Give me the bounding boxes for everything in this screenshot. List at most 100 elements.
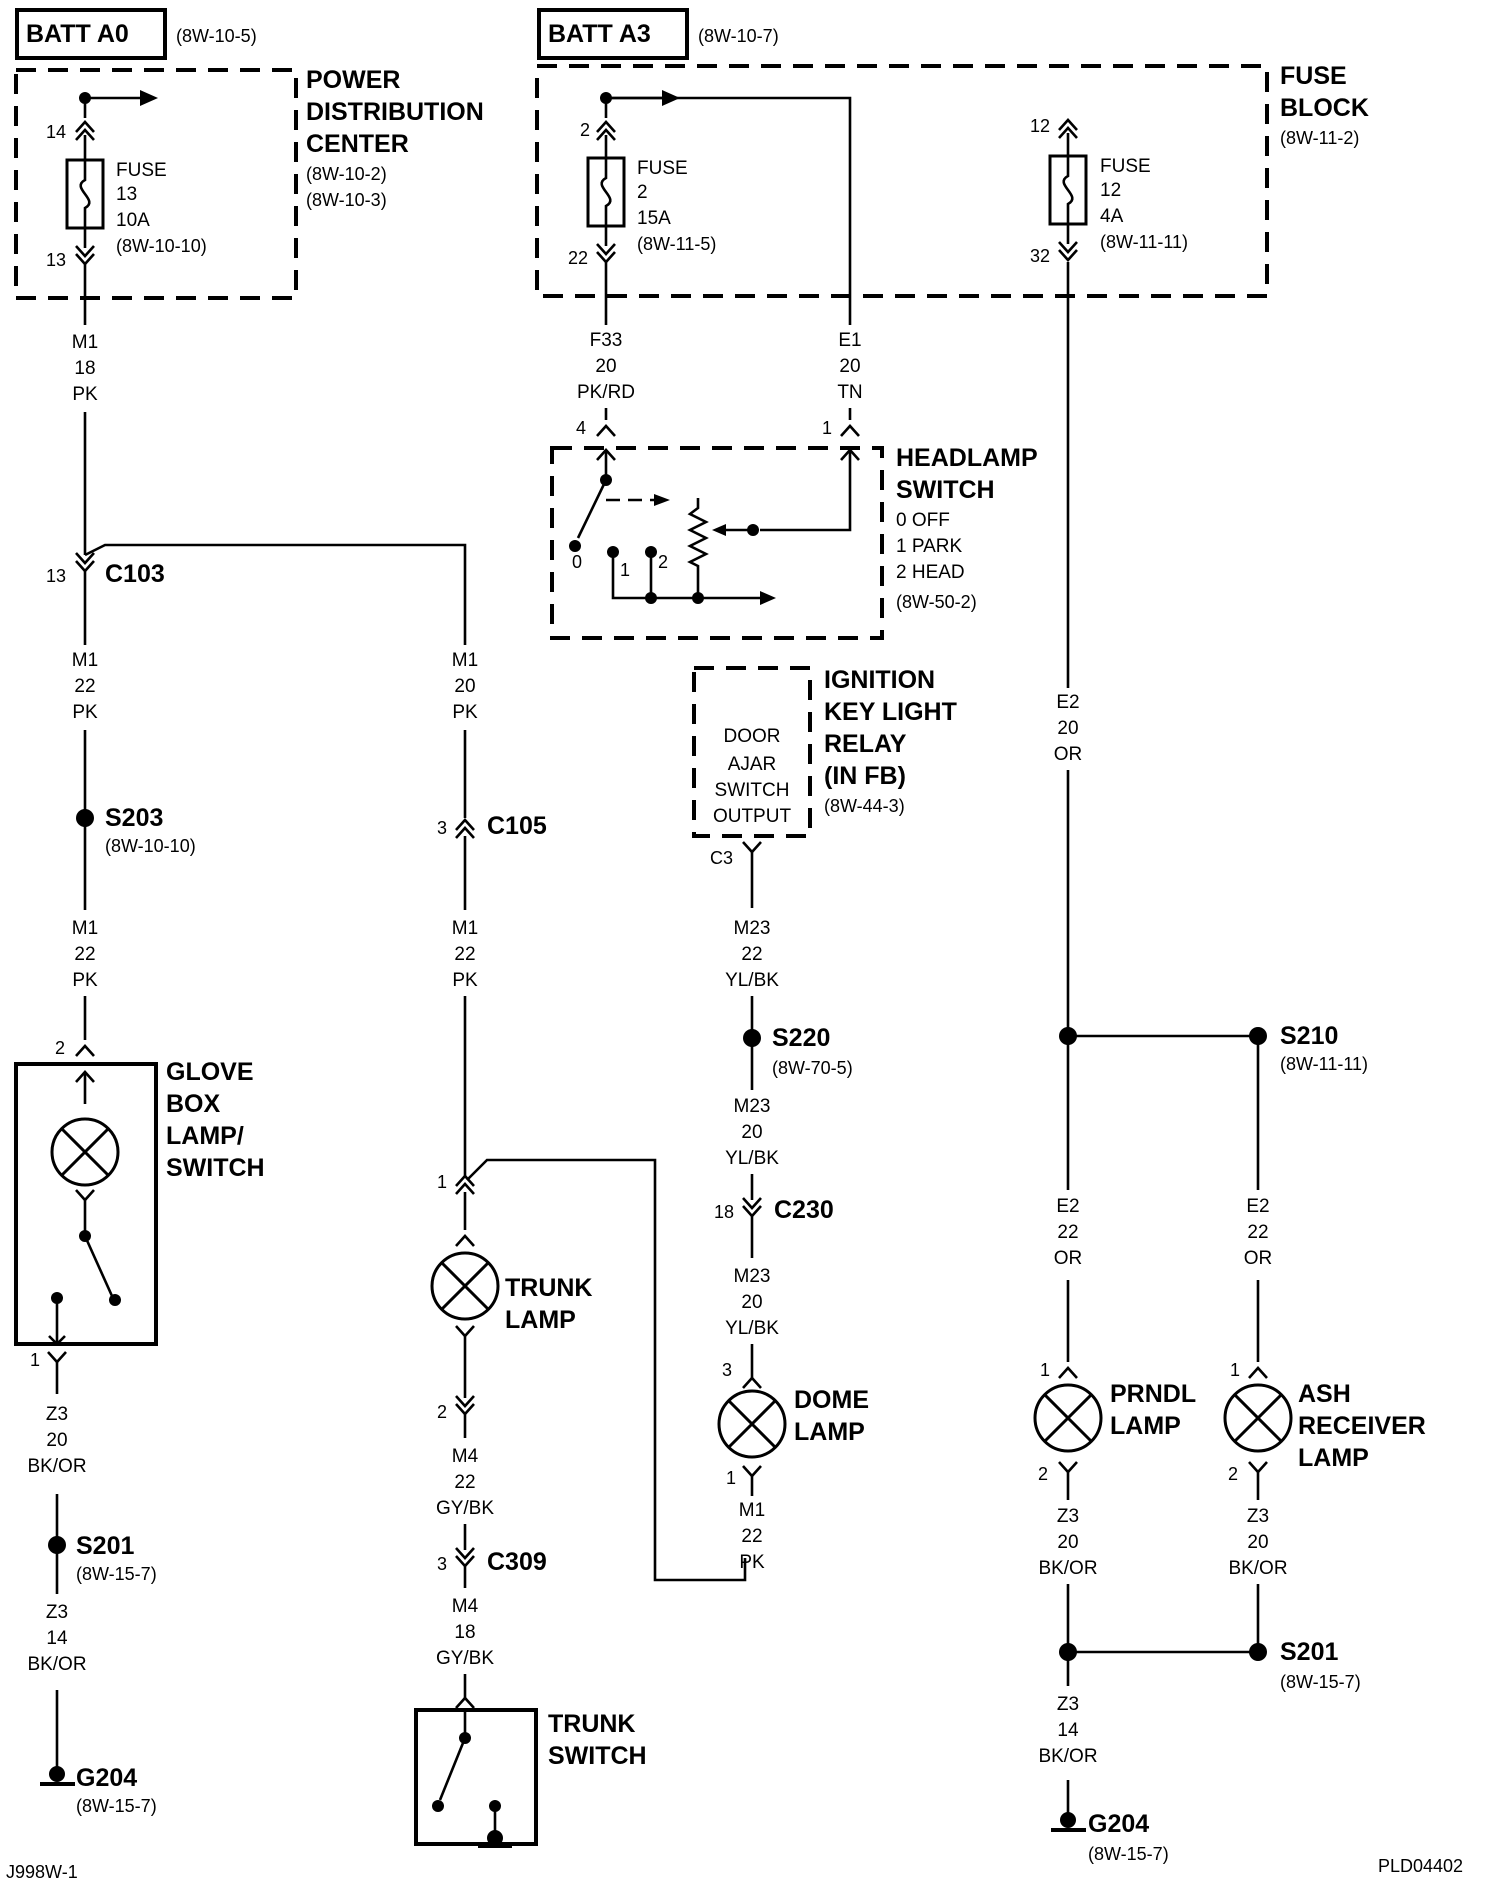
svg-text:20: 20 xyxy=(595,356,616,377)
svg-text:(8W-15-7): (8W-15-7) xyxy=(1280,1672,1361,1692)
wire-label-m1-22-pk-b: M1 22 PK xyxy=(72,918,98,991)
svg-text:GY/BK: GY/BK xyxy=(436,1648,494,1669)
svg-text:SWITCH: SWITCH xyxy=(896,476,995,504)
svg-text:DOOR: DOOR xyxy=(724,726,781,747)
glove-box-lamp-icon xyxy=(50,1117,120,1187)
wire-label-e1: E1 20 TN xyxy=(837,330,862,403)
svg-text:3: 3 xyxy=(437,818,447,838)
svg-text:14: 14 xyxy=(1057,1720,1079,1741)
pdc-pin-in: 14 xyxy=(46,122,66,142)
svg-text:1: 1 xyxy=(1040,1360,1050,1380)
svg-text:PK: PK xyxy=(72,970,98,991)
glove-box-outline xyxy=(14,1062,158,1346)
trunk-lamp-icon xyxy=(430,1251,500,1321)
svg-text:22: 22 xyxy=(1247,1222,1268,1243)
connector-c103: 13 C103 xyxy=(46,543,467,645)
label-bg-e2-a xyxy=(1040,1194,1096,1280)
splice-s201-right: S201 (8W-15-7) xyxy=(1249,1638,1361,1692)
svg-text:1: 1 xyxy=(620,560,630,580)
svg-text:M23: M23 xyxy=(734,1096,771,1117)
svg-text:FUSE: FUSE xyxy=(1280,62,1347,90)
svg-text:14: 14 xyxy=(46,1628,68,1649)
wire-label-z3-20-a: Z3 20 BK/OR xyxy=(27,1404,86,1477)
svg-text:22: 22 xyxy=(454,1472,475,1493)
svg-text:S201: S201 xyxy=(76,1532,134,1560)
svg-text:C230: C230 xyxy=(774,1196,834,1224)
svg-text:22: 22 xyxy=(1057,1222,1078,1243)
svg-text:2 HEAD: 2 HEAD xyxy=(896,562,965,583)
svg-text:1: 1 xyxy=(726,1468,736,1488)
pdc-feed-arrow xyxy=(140,90,158,106)
svg-text:20: 20 xyxy=(1057,718,1078,739)
svg-text:3: 3 xyxy=(437,1554,447,1574)
pdc-title-3: CENTER xyxy=(306,130,409,158)
svg-text:S210: S210 xyxy=(1280,1022,1338,1050)
rheostat xyxy=(687,498,709,598)
wire-label-z3-20-b: Z3 20 BK/OR xyxy=(1038,1506,1097,1579)
pdc-ref-1: (8W-10-2) xyxy=(306,164,387,184)
splice-s220: S220 (8W-70-5) xyxy=(743,1024,853,1078)
svg-text:LAMP: LAMP xyxy=(1298,1444,1369,1472)
ash-receiver-lamp: 1 ASH RECEIVER LAMP 2 xyxy=(1223,1360,1426,1484)
svg-text:2: 2 xyxy=(1228,1464,1238,1484)
wire-label-z3-14-b: Z3 14 BK/OR xyxy=(1038,1694,1097,1767)
svg-text:S220: S220 xyxy=(772,1024,830,1052)
svg-text:13: 13 xyxy=(46,566,66,586)
svg-text:LAMP: LAMP xyxy=(1110,1412,1181,1440)
svg-text:GY/BK: GY/BK xyxy=(436,1498,494,1519)
glove-box-lamp-switch: 2 GLOVE BOX LAMP/ SWITCH xyxy=(14,1038,265,1346)
connector-c230: 18 C230 xyxy=(714,1196,834,1224)
svg-text:22: 22 xyxy=(741,944,762,965)
svg-text:ASH: ASH xyxy=(1298,1380,1351,1408)
svg-text:C3: C3 xyxy=(710,848,733,868)
relay-outline xyxy=(692,666,812,838)
wire-label-m23-20-b: M23 20 YL/BK xyxy=(725,1266,779,1339)
svg-text:BK/OR: BK/OR xyxy=(27,1654,86,1675)
svg-text:FUSE: FUSE xyxy=(1100,156,1151,177)
svg-text:4: 4 xyxy=(576,418,586,438)
svg-text:M1: M1 xyxy=(452,918,478,939)
svg-text:20: 20 xyxy=(839,356,860,377)
wire-label-m4-18: M4 18 GY/BK xyxy=(436,1596,494,1669)
svg-text:M1: M1 xyxy=(72,918,98,939)
svg-text:C105: C105 xyxy=(487,812,547,840)
svg-text:BK/OR: BK/OR xyxy=(1038,1746,1097,1767)
glove-box-switch-blade xyxy=(83,1235,114,1297)
svg-text:M23: M23 xyxy=(734,918,771,939)
svg-text:20: 20 xyxy=(454,676,475,697)
wire-label-f33: F33 20 PK/RD xyxy=(577,330,635,403)
splice-s210: S210 (8W-11-11) xyxy=(1249,1022,1368,1074)
svg-text:20: 20 xyxy=(741,1122,762,1143)
wire-label-z3-14-a: Z3 14 BK/OR xyxy=(27,1602,86,1675)
svg-text:(8W-15-7): (8W-15-7) xyxy=(76,1564,157,1584)
fuse-block: FUSE BLOCK (8W-11-2) 2 FUSE 2 15A (8W-11… xyxy=(535,62,1369,302)
svg-text:(IN FB): (IN FB) xyxy=(824,762,906,790)
fuse-13-label-2: 13 xyxy=(116,184,137,205)
svg-text:TN: TN xyxy=(837,382,862,403)
trunk-lamp: TRUNK LAMP xyxy=(430,1234,593,1338)
svg-text:DOME: DOME xyxy=(794,1386,869,1414)
svg-text:(8W-44-3): (8W-44-3) xyxy=(824,796,905,816)
svg-text:TRUNK: TRUNK xyxy=(548,1710,636,1738)
connector-c105: 3 C105 xyxy=(437,812,547,840)
footer-left-code: J998W-1 xyxy=(6,1862,78,1882)
power-distribution-center: POWER DISTRIBUTION CENTER (8W-10-2) (8W-… xyxy=(14,66,484,300)
svg-text:2: 2 xyxy=(637,182,648,203)
svg-text:RECEIVER: RECEIVER xyxy=(1298,1412,1426,1440)
wire-label-m1-20-pk: M1 20 PK xyxy=(452,650,478,723)
svg-text:TRUNK: TRUNK xyxy=(505,1274,593,1302)
svg-text:LAMP/: LAMP/ xyxy=(166,1122,244,1150)
trunk-lamp-pin-bottom: 2 xyxy=(437,1402,447,1422)
svg-text:KEY LIGHT: KEY LIGHT xyxy=(824,698,957,726)
pdc-title-1: POWER xyxy=(306,66,400,94)
svg-text:22: 22 xyxy=(741,1526,762,1547)
svg-text:20: 20 xyxy=(1247,1532,1268,1553)
svg-text:1 PARK: 1 PARK xyxy=(896,536,963,557)
svg-text:32: 32 xyxy=(1030,246,1050,266)
svg-text:18: 18 xyxy=(714,1202,734,1222)
svg-text:2: 2 xyxy=(580,120,590,140)
svg-text:BK/OR: BK/OR xyxy=(27,1456,86,1477)
svg-text:PK: PK xyxy=(72,702,98,723)
batt-a3-ref: (8W-10-7) xyxy=(698,26,779,46)
